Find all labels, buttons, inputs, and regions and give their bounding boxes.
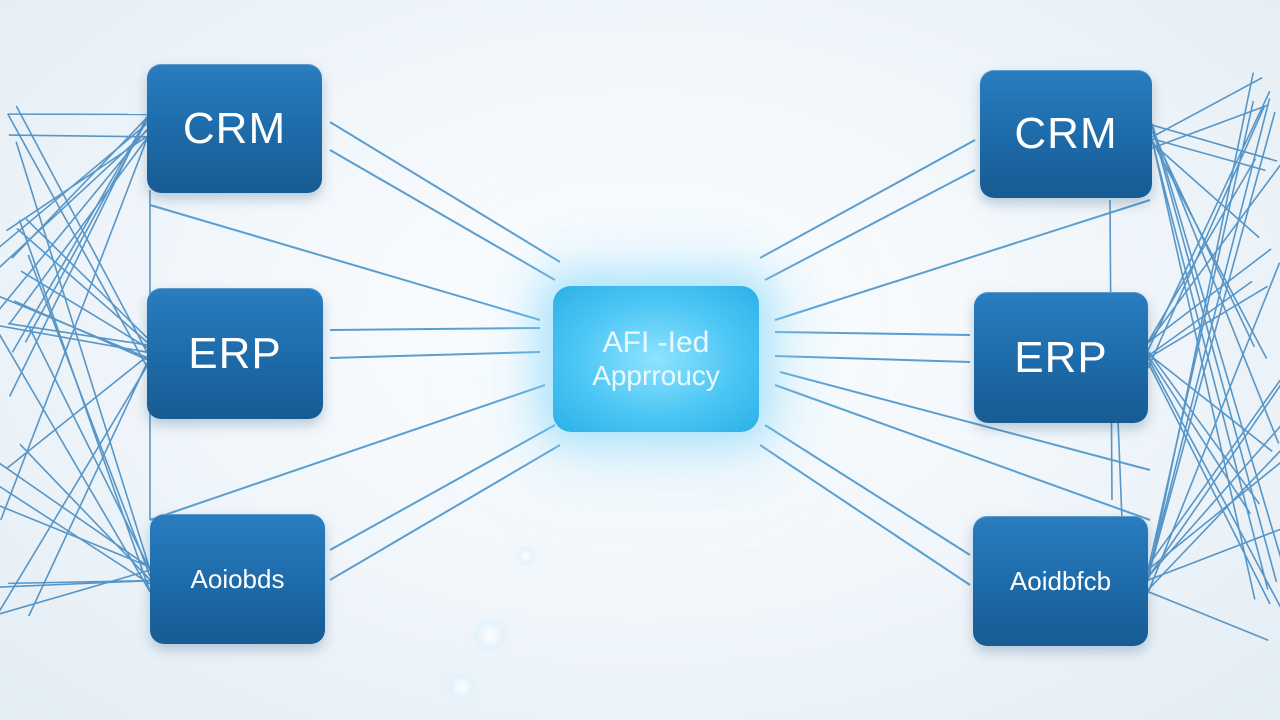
edge-line <box>1151 140 1269 590</box>
edge-line <box>1147 280 1253 357</box>
hub-link-line <box>329 327 541 331</box>
hub-link-line <box>774 384 1151 521</box>
edge-line <box>0 485 151 585</box>
edge-line <box>1147 528 1280 581</box>
edge-line <box>1151 123 1280 558</box>
edge-line <box>0 129 148 268</box>
hub-link-line <box>764 169 976 281</box>
edge-line <box>1151 124 1278 162</box>
node-label: CRM <box>182 103 287 153</box>
hub-link-line <box>779 371 1151 471</box>
hub-label-line2: Apprroucy <box>592 360 720 391</box>
hub-label-line1: AFI -Ied <box>602 326 710 359</box>
edge-line <box>1151 126 1280 444</box>
edge-line <box>1147 100 1255 571</box>
hub-link-line <box>329 444 561 581</box>
edge-line <box>1151 138 1256 600</box>
edge-line <box>1147 350 1260 505</box>
edge-line <box>28 362 148 617</box>
edge-line <box>1147 450 1280 591</box>
edge-line <box>28 327 151 571</box>
light-sparkle <box>445 670 479 704</box>
hub-connector-lines <box>149 121 1151 586</box>
edge-line <box>19 443 151 581</box>
edge-line <box>1147 357 1280 608</box>
edge-line <box>1147 285 1268 359</box>
hub-link-line <box>329 121 561 263</box>
edge-line <box>18 219 151 592</box>
hub-link-line <box>149 384 546 521</box>
node-label: ERP <box>1014 332 1108 382</box>
edge-line <box>1151 76 1263 138</box>
edge-line <box>0 365 148 612</box>
edge-line <box>8 579 151 585</box>
hub-link-line <box>774 331 971 336</box>
hub-link-line <box>759 444 971 586</box>
left-edge-line-bundle <box>0 105 151 617</box>
crm-node-left[interactable]: CRM <box>147 64 322 193</box>
edge-line <box>1151 104 1268 149</box>
edge-line <box>0 123 148 248</box>
hub-link-line <box>774 199 1151 321</box>
hub-link-line <box>149 204 541 321</box>
edge-line <box>1147 384 1280 579</box>
api-hub-node[interactable]: AFI -Ied Apprroucy <box>553 286 759 432</box>
apps-node-left[interactable]: Aoiobds <box>150 514 325 644</box>
edge-line <box>7 322 148 346</box>
erp-node-left[interactable]: ERP <box>147 288 323 419</box>
edge-line <box>1117 419 1123 521</box>
hub-link-line <box>764 424 971 556</box>
edge-line <box>1147 361 1271 605</box>
edge-line <box>0 138 148 521</box>
edge-line <box>15 105 148 353</box>
edge-line <box>0 333 151 593</box>
edge-line <box>0 505 151 568</box>
edge-line <box>25 218 148 339</box>
edge-line <box>5 355 148 470</box>
edge-line <box>27 254 151 577</box>
edge-line <box>0 295 148 359</box>
crm-node-right[interactable]: CRM <box>980 70 1152 198</box>
edge-line <box>1151 125 1278 582</box>
edge-line <box>1147 98 1271 576</box>
edge-line <box>1147 355 1252 515</box>
node-label: Aoidbfcb <box>1009 565 1112 596</box>
node-label: ERP <box>188 328 282 378</box>
edge-line <box>1147 248 1272 344</box>
edge-line <box>16 227 148 343</box>
edge-line <box>1151 137 1266 172</box>
hub-link-line <box>759 139 976 259</box>
edge-line <box>1151 142 1260 239</box>
edge-line <box>1147 425 1280 578</box>
erp-node-right[interactable]: ERP <box>974 292 1148 423</box>
edge-line <box>1147 105 1266 369</box>
hub-link-line <box>329 149 556 281</box>
right-edge-line-bundle <box>1109 72 1280 641</box>
edge-line <box>6 113 148 368</box>
edge-line <box>24 119 148 343</box>
hub-link-line <box>329 424 556 551</box>
edge-line <box>15 141 151 570</box>
edge-line <box>1147 262 1280 594</box>
edge-line <box>1151 139 1268 359</box>
apps-node-right[interactable]: Aoidbfcb <box>973 516 1148 646</box>
edge-line <box>8 134 148 138</box>
hub-link-line <box>774 355 971 363</box>
node-label: Aoiobds <box>190 563 285 594</box>
light-sparkle <box>470 615 510 655</box>
light-sparkle <box>515 545 537 567</box>
edge-line <box>0 569 151 615</box>
edge-line <box>0 129 148 310</box>
node-label: CRM <box>1014 109 1118 158</box>
edge-line <box>1147 353 1273 453</box>
edge-line <box>9 137 148 324</box>
edge-line <box>1147 590 1269 641</box>
edge-line <box>1147 379 1280 567</box>
hub-link-line <box>329 351 541 359</box>
edge-line <box>1147 111 1276 578</box>
